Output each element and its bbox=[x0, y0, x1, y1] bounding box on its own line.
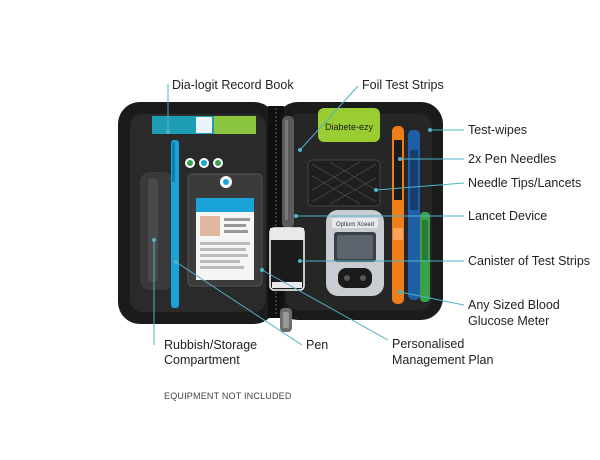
record-book-green-band bbox=[214, 116, 256, 134]
footer-disclaimer: EQUIPMENT NOT INCLUDED bbox=[164, 391, 292, 401]
label-record-book: Dia-logit Record Book bbox=[172, 78, 294, 92]
label-pen-needles: 2x Pen Needles bbox=[468, 152, 557, 166]
label-test-wipes: Test-wipes bbox=[468, 123, 528, 137]
leader-lines bbox=[153, 84, 465, 346]
label-plan-line2: Management Plan bbox=[392, 353, 494, 367]
label-needle-tips: Needle Tips/Lancets bbox=[468, 176, 582, 190]
rubbish-compartment-sheen bbox=[148, 178, 158, 282]
pouch-brand-text: Diabete-ezy bbox=[325, 122, 374, 132]
meter-buttons bbox=[338, 268, 372, 288]
label-meter-line2: Glucose Meter bbox=[468, 314, 550, 328]
label-canister: Canister of Test Strips bbox=[468, 254, 591, 268]
foil-strips-pouch bbox=[318, 108, 380, 142]
blue-pen-clip bbox=[172, 142, 175, 182]
record-book-white-tab bbox=[196, 117, 212, 133]
label-rubbish-line1: Rubbish/Storage bbox=[164, 338, 258, 352]
label-lancet-device: Lancet Device bbox=[468, 209, 548, 223]
label-plan-line1: Personalised bbox=[392, 337, 465, 351]
label-rubbish-line2: Compartment bbox=[164, 353, 240, 367]
label-foil-strips: Foil Test Strips bbox=[362, 78, 444, 92]
label-meter-line1: Any Sized Blood bbox=[468, 298, 560, 312]
meter-brand-text: Optium Xceed bbox=[336, 222, 374, 228]
label-pen: Pen bbox=[306, 338, 329, 352]
